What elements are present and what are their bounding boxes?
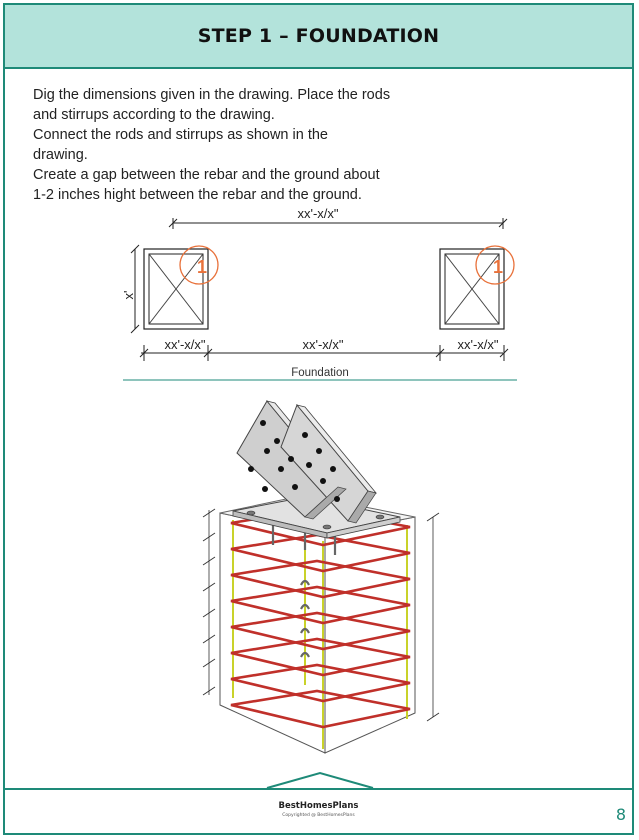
footer-divider: [5, 788, 632, 790]
bottom-left-dimension-label: xx'-x/x": [164, 337, 205, 352]
top-dimension-label: xx'-x/x": [297, 206, 338, 221]
page-frame: STEP 1 – FOUNDATION Dig the dimensions g…: [3, 3, 634, 835]
bottom-right-dimension-label: xx'-x/x": [457, 337, 498, 352]
page-title: STEP 1 – FOUNDATION: [197, 25, 440, 47]
detail-callout: [179, 245, 219, 285]
footer-chevron: [266, 771, 374, 789]
plan-view: [130, 218, 509, 361]
page-number: 8: [615, 805, 626, 824]
footer-copyright: Copyrighted @ BestHomesPlans: [282, 813, 355, 818]
side-dimension-label: x': [121, 291, 136, 300]
detail-label: 1: [493, 257, 503, 277]
detail-label: 1: [197, 257, 207, 277]
bottom-middle-dimension-label: xx'-x/x": [302, 337, 343, 352]
detail-callout: [475, 245, 515, 285]
page-header: STEP 1 – FOUNDATION: [5, 5, 632, 69]
foundation-drawing: 1 1 xx'-x/x" x' xx'-x/x" xx'-x/x" xx'-x/…: [121, 206, 517, 789]
footer-brand: BestHomesPlans: [278, 801, 359, 811]
footing-3d-view: [202, 400, 440, 754]
plan-caption: Foundation: [291, 367, 349, 379]
instruction-line: drawing.: [33, 147, 88, 163]
